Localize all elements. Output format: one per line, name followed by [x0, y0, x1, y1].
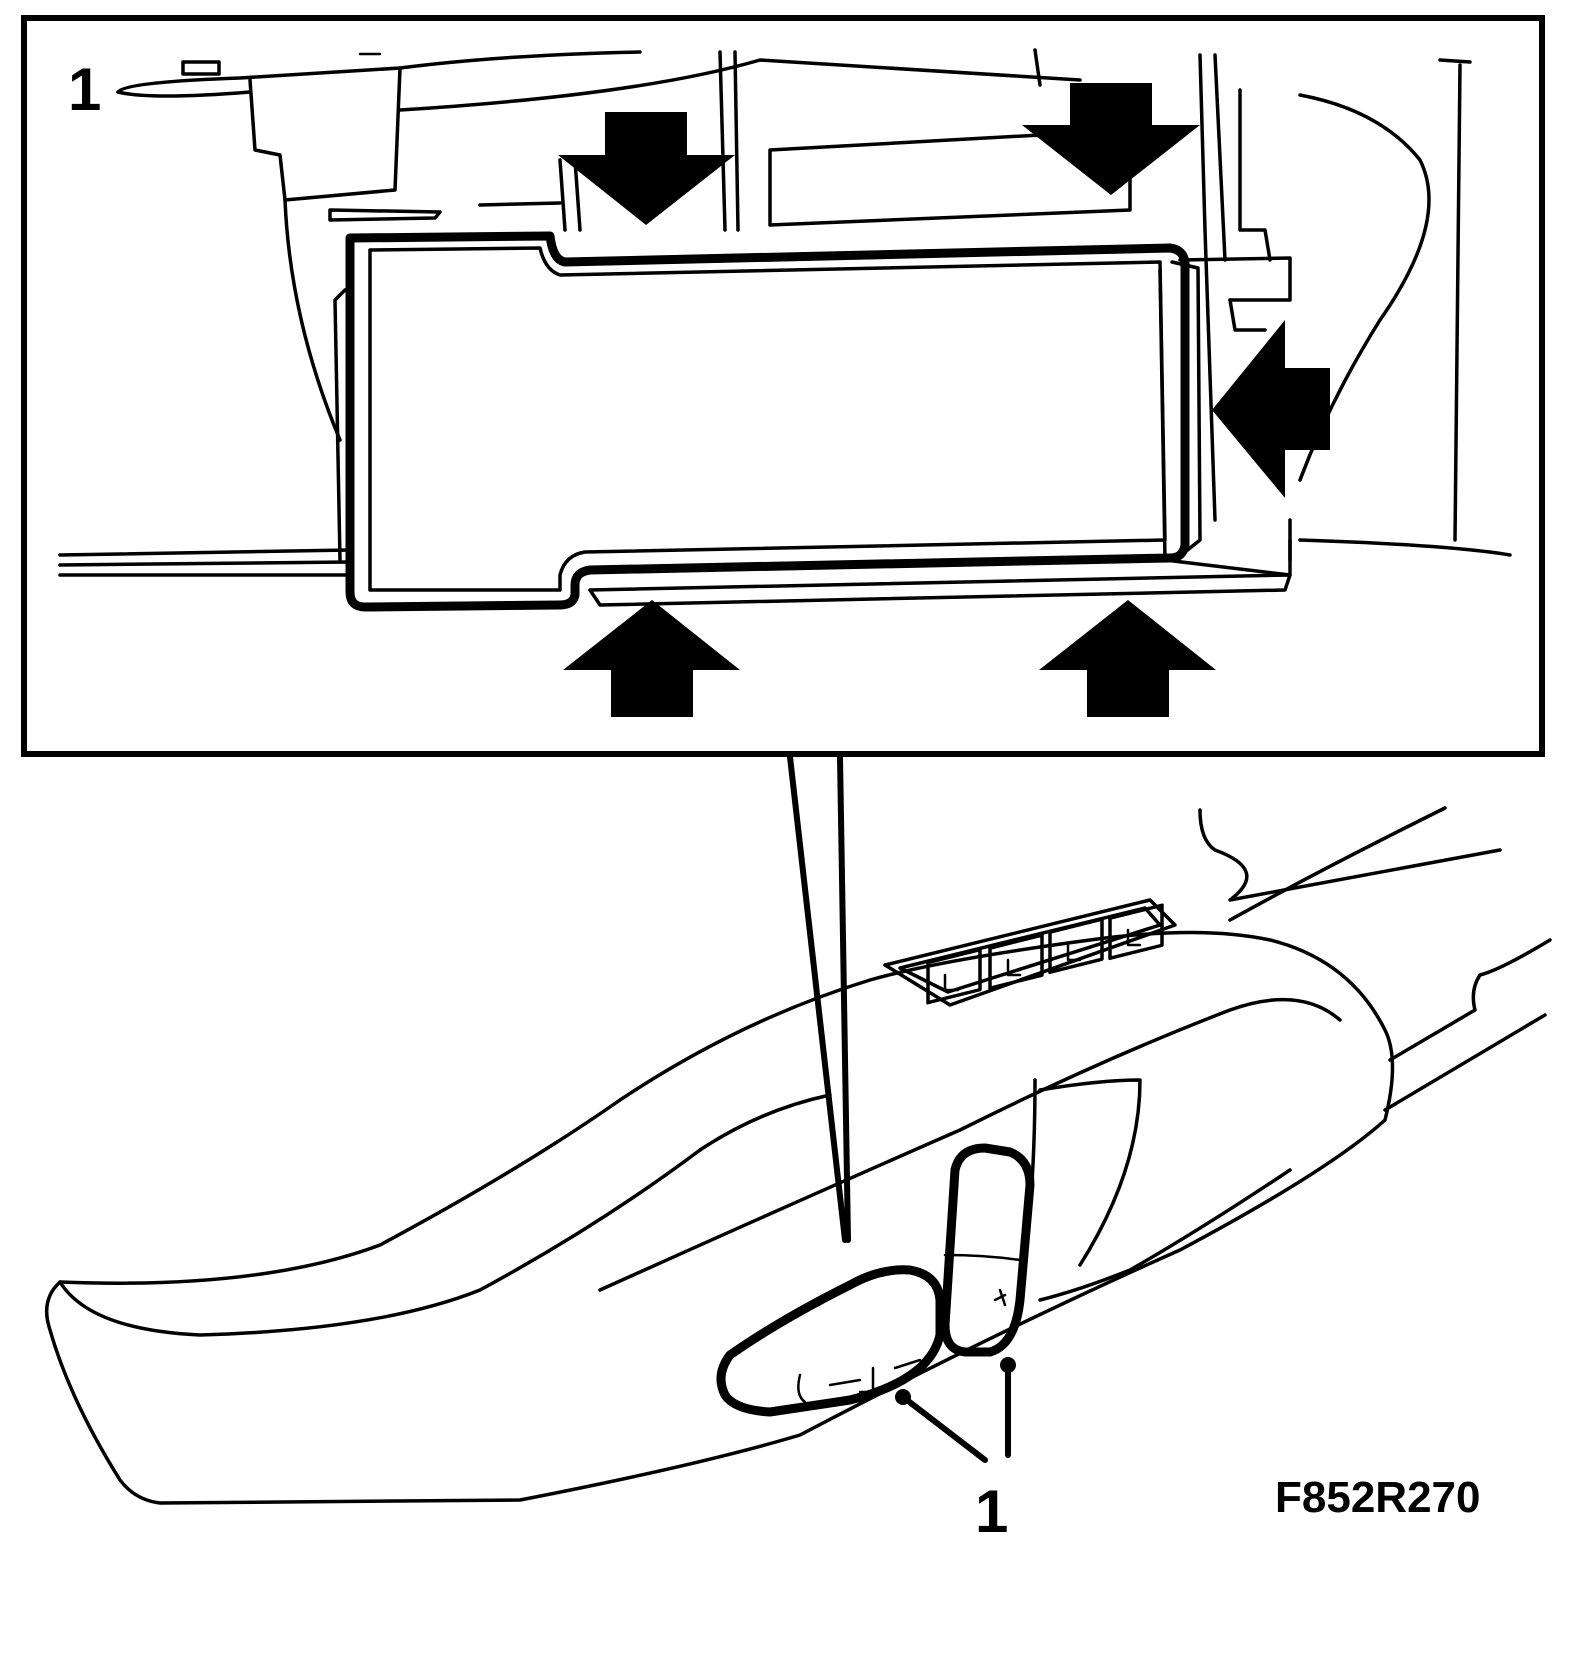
down-arrow-icon — [558, 112, 735, 225]
switch-label: 1 — [975, 1478, 1008, 1545]
up-arrow-icon — [563, 600, 740, 717]
seat-backrest-switch — [940, 1143, 1035, 1357]
detail-label: 1 — [68, 56, 101, 123]
memory-switch-panel — [883, 898, 1177, 1007]
figure-code: F852R270 — [1275, 1473, 1480, 1522]
up-arrow-icon — [1039, 600, 1216, 717]
switch-callout — [895, 1357, 1016, 1463]
memory-button-2 — [988, 933, 1044, 990]
seat-illustration: 1 — [44, 806, 1552, 1545]
memory-button-4 — [1108, 903, 1164, 961]
memory-button-3 — [1048, 917, 1104, 975]
down-arrow-icon — [1022, 83, 1200, 195]
control-module — [345, 231, 1202, 612]
seat-cushion-switch — [716, 1265, 945, 1417]
left-arrow-icon — [1212, 320, 1330, 498]
background-structure — [58, 48, 1512, 607]
detail-inset: 1 — [21, 15, 1545, 757]
memory-button-1 — [926, 947, 982, 1005]
